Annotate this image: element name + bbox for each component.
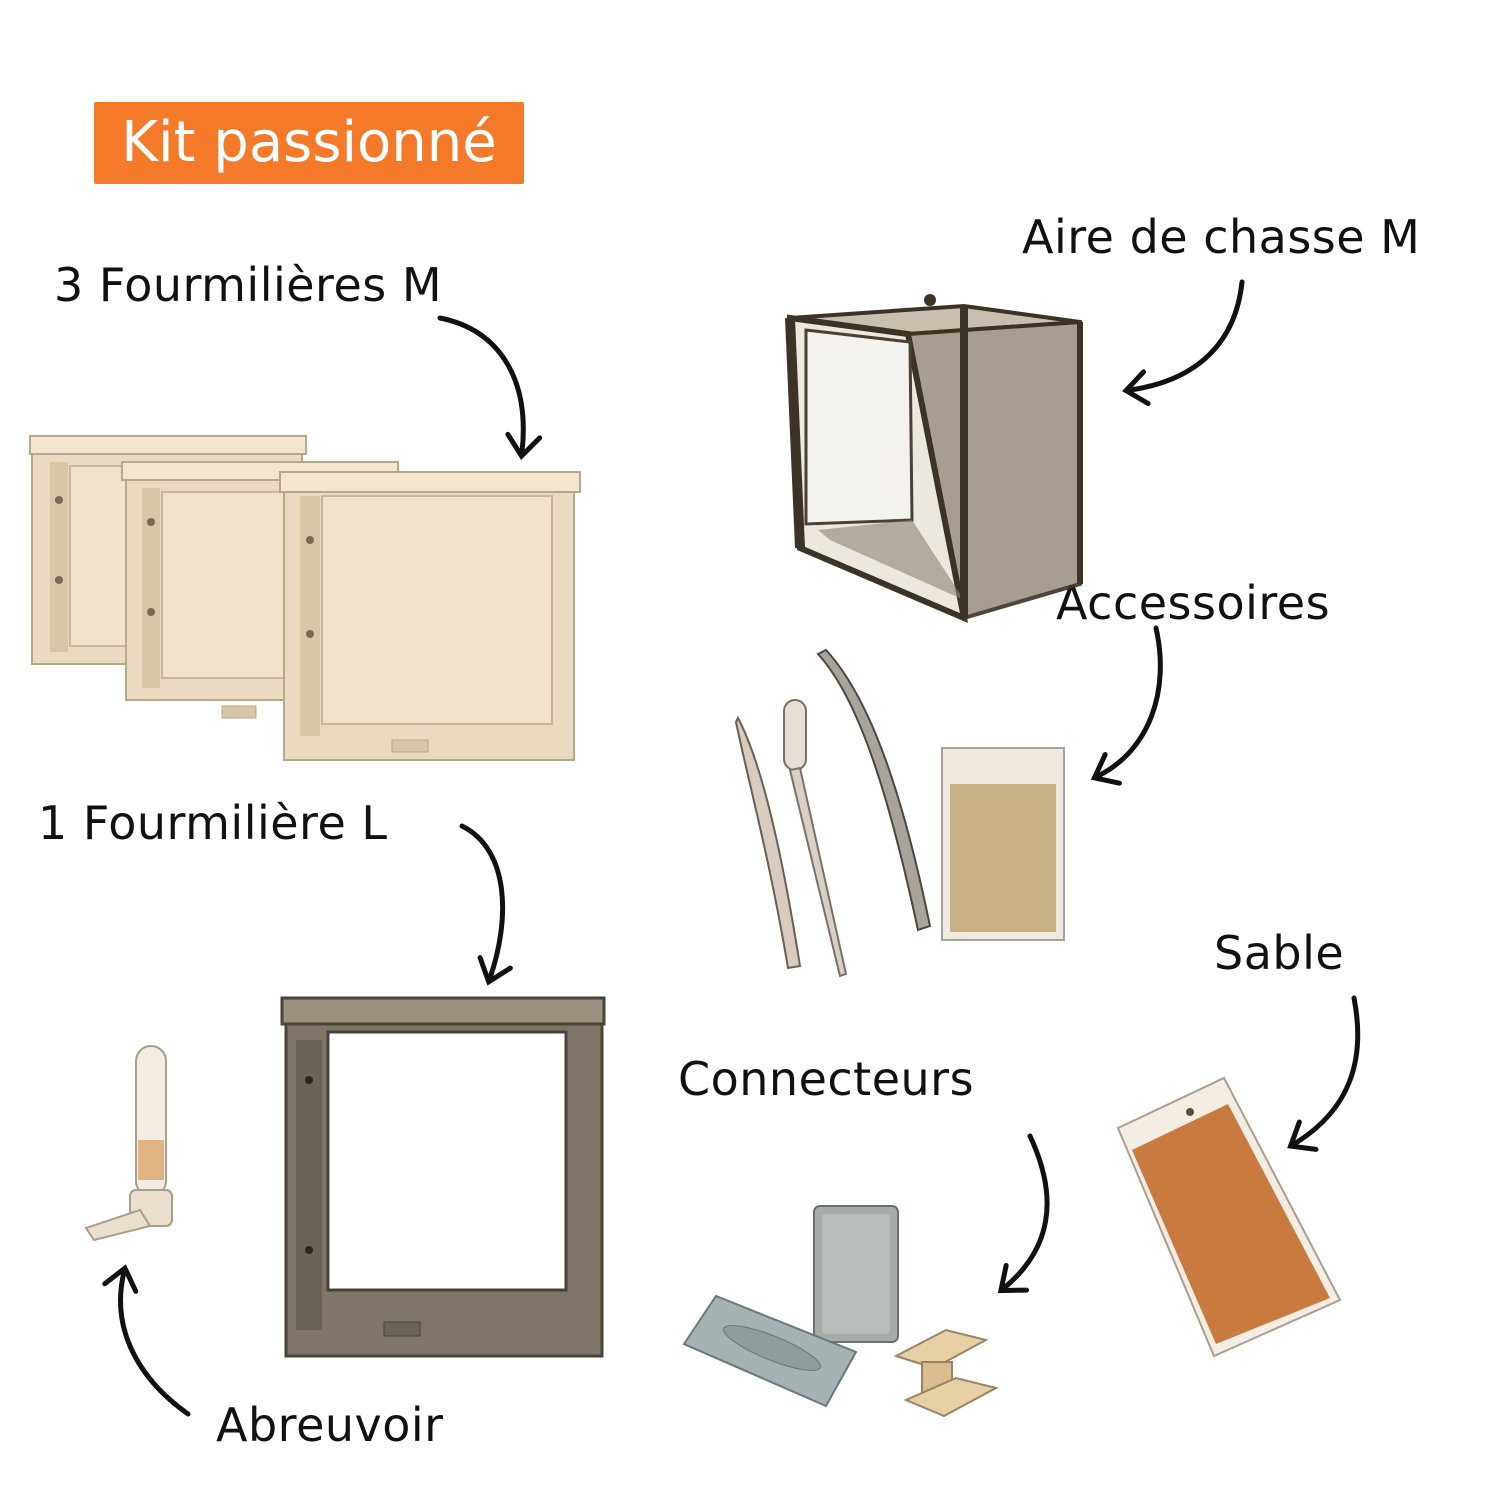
fourmiliere-l-frame [280,996,606,1358]
label-sable: Sable [1214,926,1345,980]
aire-de-chasse-cube [785,294,1083,623]
kit-title-badge: Kit passionné [94,102,524,184]
arrow-aire-de-chasse [1122,279,1245,407]
abreuvoir-drinker [84,1045,173,1242]
arrow-sable [1287,995,1361,1152]
connector-blue-plate [682,1294,858,1408]
accessory-pipette [783,699,848,978]
accessory-tweezers [816,648,932,932]
label-accessoires: Accessoires [1056,576,1331,630]
connector-gray-plate [813,1205,899,1343]
accessory-food-bag [941,747,1065,941]
sable-bag [1116,1076,1342,1358]
fourmiliere-m-front [279,471,581,761]
label-aire-de-chasse: Aire de chasse M [1022,210,1421,264]
arrow-fourmilieres-m [437,315,543,460]
label-abreuvoir: Abreuvoir [216,1398,444,1452]
arrow-connecteurs [997,1133,1050,1294]
accessory-spatula [734,715,802,970]
connector-wood-piece [893,1328,999,1418]
label-connecteurs: Connecteurs [678,1052,975,1106]
arrow-abreuvoir [102,1264,191,1417]
label-fourmilieres-m: 3 Fourmilières M [54,258,443,312]
arrow-fourmiliere-l [459,823,513,986]
label-fourmiliere-l: 1 Fourmilière L [38,796,388,850]
arrow-accessoires [1090,625,1163,786]
